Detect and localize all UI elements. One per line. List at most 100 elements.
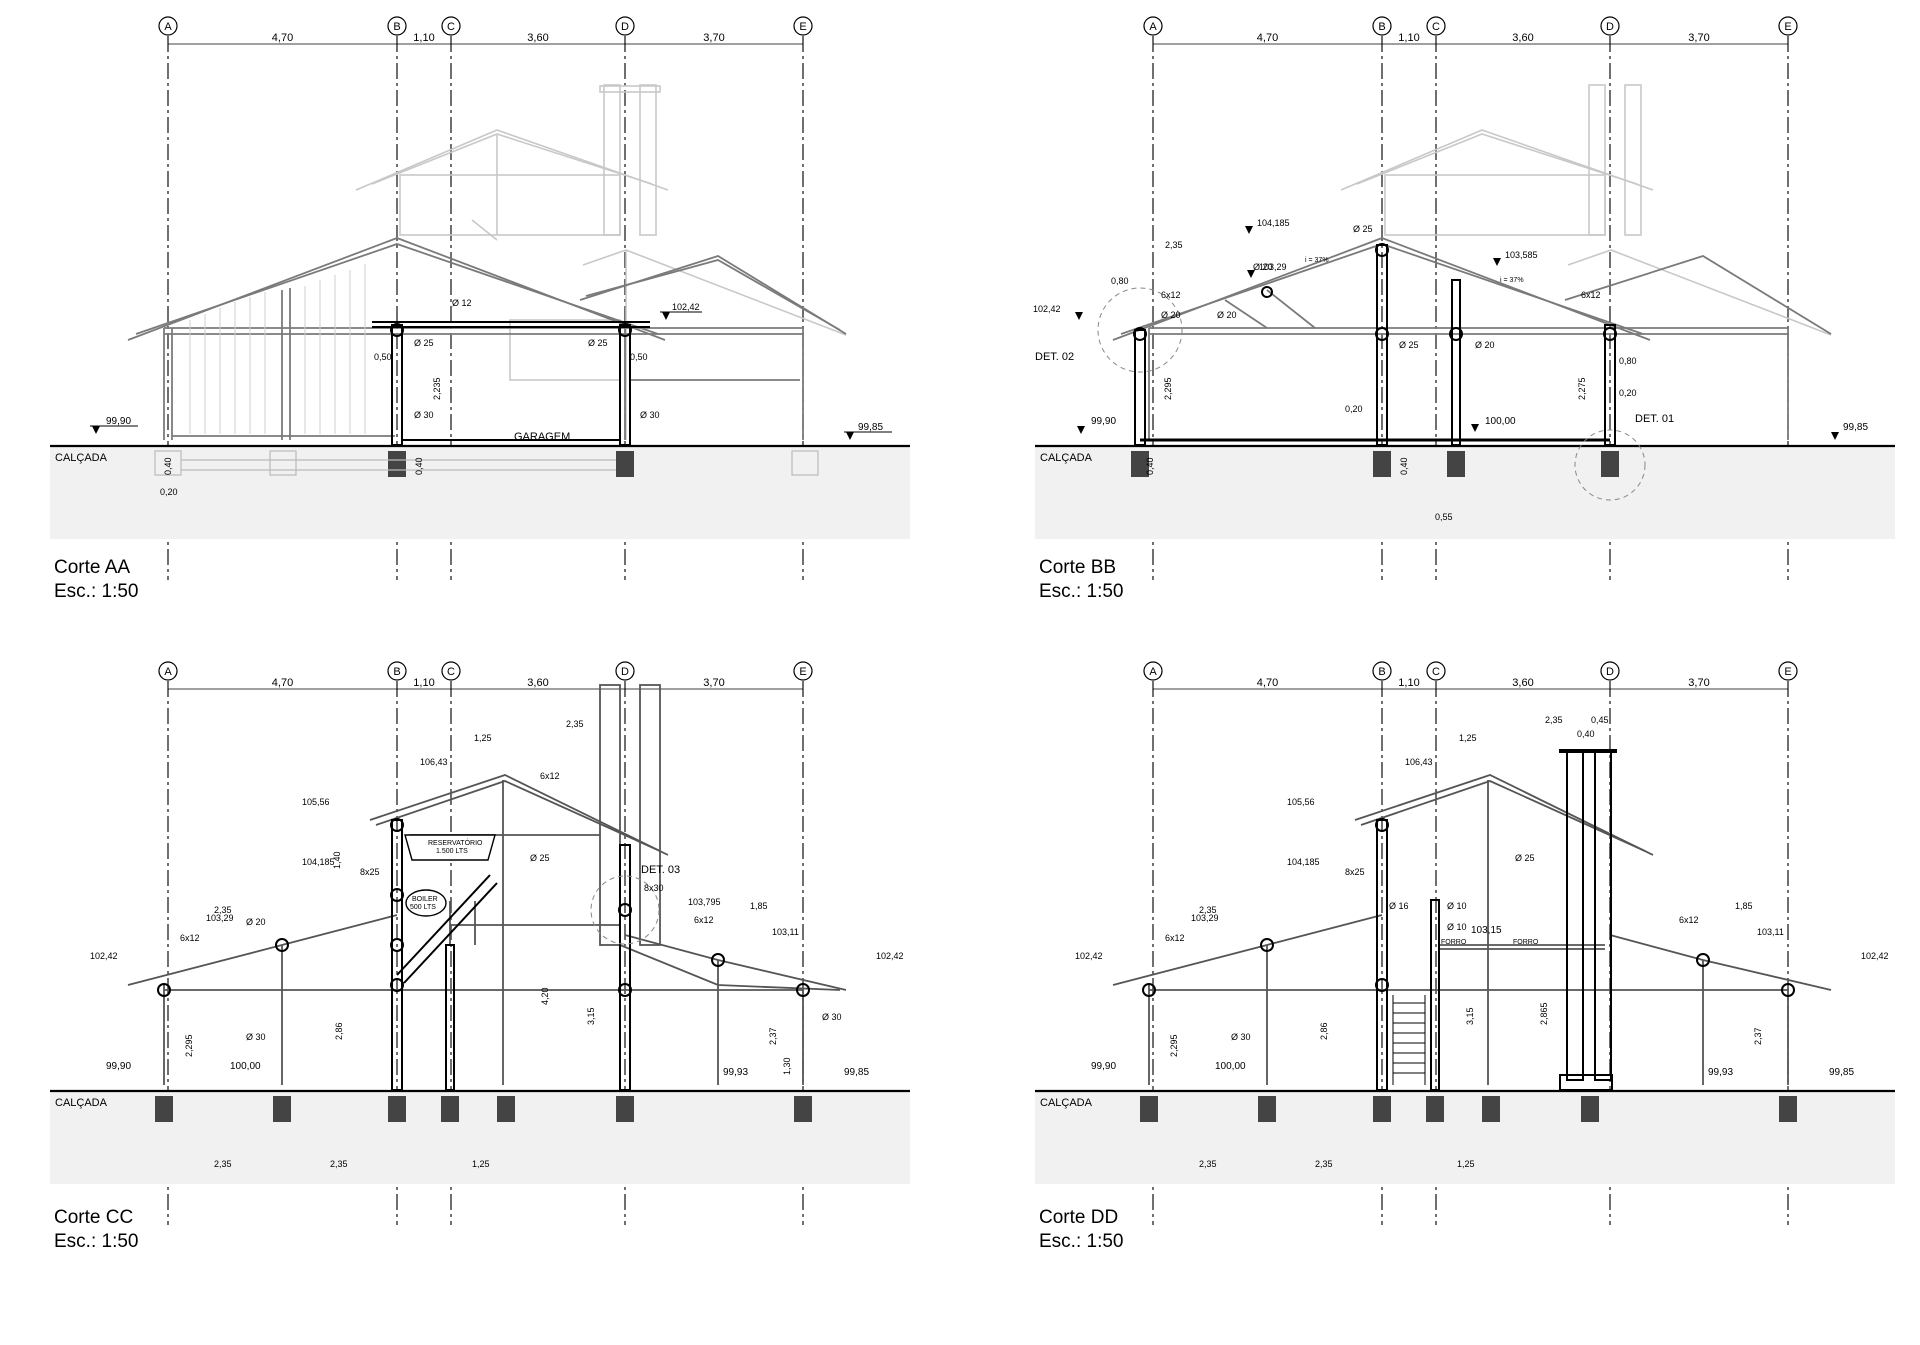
pipe-label: Ø 20 — [246, 917, 266, 927]
pipe-label: Ø 25 — [1353, 224, 1373, 234]
level-label: 99,93 — [723, 1067, 748, 1078]
axis-span-label: 1,10 — [1398, 32, 1419, 44]
section-title-block: Corte DD Esc.: 1:50 — [1039, 1206, 1124, 1254]
dimension-label: 2,35 — [1545, 715, 1563, 725]
dimension-label: 2,86 — [1319, 1022, 1329, 1040]
axis-label: D — [621, 21, 629, 33]
axis-span-label: 4,70 — [1257, 32, 1278, 44]
level-label: 99,85 — [844, 1067, 869, 1078]
ceiling-label: FORRO — [1513, 939, 1539, 946]
level-label: 103,11 — [1757, 927, 1784, 937]
equipment-label: BOILER — [412, 896, 438, 903]
pipe-label: Ø 30 — [640, 410, 660, 420]
dimension-label: 2,35 — [1199, 1159, 1217, 1169]
dimension-label: 1,85 — [1735, 901, 1753, 911]
pipe-label: Ø 30 — [1231, 1032, 1251, 1042]
dimension-label: 3,15 — [1465, 1007, 1475, 1025]
axis-span-label: 3,60 — [1512, 32, 1533, 44]
level-label: 104,185 — [1257, 218, 1290, 228]
axis-bubble — [1778, 16, 1798, 36]
axis-span-label: 4,70 — [272, 32, 293, 44]
axis-span-label: 1,10 — [1398, 677, 1419, 689]
axis-bubble — [1600, 16, 1620, 36]
dimension-label: 2,295 — [184, 1034, 194, 1057]
axis-span-label: 4,70 — [1257, 677, 1278, 689]
axis-label: D — [1606, 666, 1614, 678]
axis-span-label: 3,70 — [703, 32, 724, 44]
dimension-label: 1,30 — [782, 1057, 792, 1075]
pipe-label: Ø 20 — [1161, 310, 1181, 320]
pipe-label: Ø 25 — [1515, 853, 1535, 863]
street-label: CALÇADA — [55, 1097, 108, 1109]
level-label: 99,90 — [1091, 1061, 1116, 1072]
level-label: 100,00 — [1485, 416, 1516, 427]
level-label: 99,85 — [1829, 1067, 1854, 1078]
axis-span-label: 3,60 — [527, 32, 548, 44]
dimension-label: 2,35 — [1199, 905, 1217, 915]
street-label: CALÇADA — [1040, 452, 1093, 464]
section-scale: Esc.: 1:50 — [54, 581, 139, 602]
section-title: Corte AA — [54, 557, 131, 578]
axis-bubble — [793, 661, 813, 681]
ground-hatch — [50, 1092, 910, 1184]
dimension-label: 0,55 — [1435, 512, 1453, 522]
foundation-beams — [154, 450, 819, 476]
axis-label: A — [1149, 21, 1157, 33]
roof-frame — [1112, 237, 1832, 440]
axis-span-label: 1,10 — [413, 677, 434, 689]
level-label: 99,90 — [106, 416, 131, 427]
dimension-label: 1,25 — [1457, 1159, 1475, 1169]
pipe-label: Ø 25 — [1399, 340, 1419, 350]
level-label: 102,42 — [672, 302, 700, 312]
dimension-label: 2,275 — [1577, 377, 1587, 400]
axis-span-label: 3,70 — [1688, 677, 1709, 689]
background-volume — [1340, 84, 1832, 336]
dimension-label: 1,85 — [750, 901, 768, 911]
detail-callouts — [1097, 287, 1646, 501]
level-label: 106,43 — [420, 757, 448, 767]
beam-label: 6x12 — [1679, 915, 1699, 925]
dimension-label: 2,35 — [1315, 1159, 1333, 1169]
axis-bubble — [1426, 16, 1446, 36]
level-label: 102,42 — [1861, 951, 1889, 961]
level-label: 99,85 — [1843, 422, 1868, 433]
detail-callouts — [590, 875, 660, 945]
axis-label: C — [1432, 666, 1440, 678]
axis-bubble — [1426, 661, 1446, 681]
beam-label: 6x12 — [1581, 290, 1601, 300]
level-label: 99,85 — [858, 422, 883, 433]
axis-bubble — [1372, 661, 1392, 681]
dimension-label: 2,235 — [432, 377, 442, 400]
pipe-label: Ø 10 — [1447, 901, 1467, 911]
axis-bubble — [615, 661, 635, 681]
dimension-label: 2,37 — [768, 1027, 778, 1045]
pipe-label: Ø 30 — [414, 410, 434, 420]
dimension-label: 2,37 — [1753, 1027, 1763, 1045]
axis-bubble — [387, 661, 407, 681]
dimension-label: 2,35 — [214, 1159, 232, 1169]
level-label: 102,42 — [90, 951, 118, 961]
section-scale: Esc.: 1:50 — [1039, 1231, 1124, 1252]
stair — [1392, 995, 1426, 1085]
pipe-label: Ø 20 — [1253, 262, 1273, 272]
equipment-label: RESERVATÓRIO — [428, 838, 483, 847]
section-title-block: Corte BB Esc.: 1:50 — [1039, 556, 1124, 604]
beam-label: 6x12 — [1165, 933, 1185, 943]
pipe-label: Ø 20 — [1475, 340, 1495, 350]
axis-bubble — [1143, 16, 1163, 36]
axis-label: B — [1378, 21, 1385, 33]
axis-bubble — [1372, 16, 1392, 36]
axis-span-label: 3,60 — [527, 677, 548, 689]
footings — [1140, 1096, 1797, 1122]
beam-label: 6x12 — [540, 771, 560, 781]
level-label: 103,585 — [1505, 250, 1538, 260]
beam-label: 6x12 — [694, 915, 714, 925]
axis-bubble — [441, 16, 461, 36]
axis-bubble — [615, 16, 635, 36]
level-label: 106,43 — [1405, 757, 1433, 767]
main-columns — [1142, 749, 1795, 1091]
axis-label: B — [393, 21, 400, 33]
